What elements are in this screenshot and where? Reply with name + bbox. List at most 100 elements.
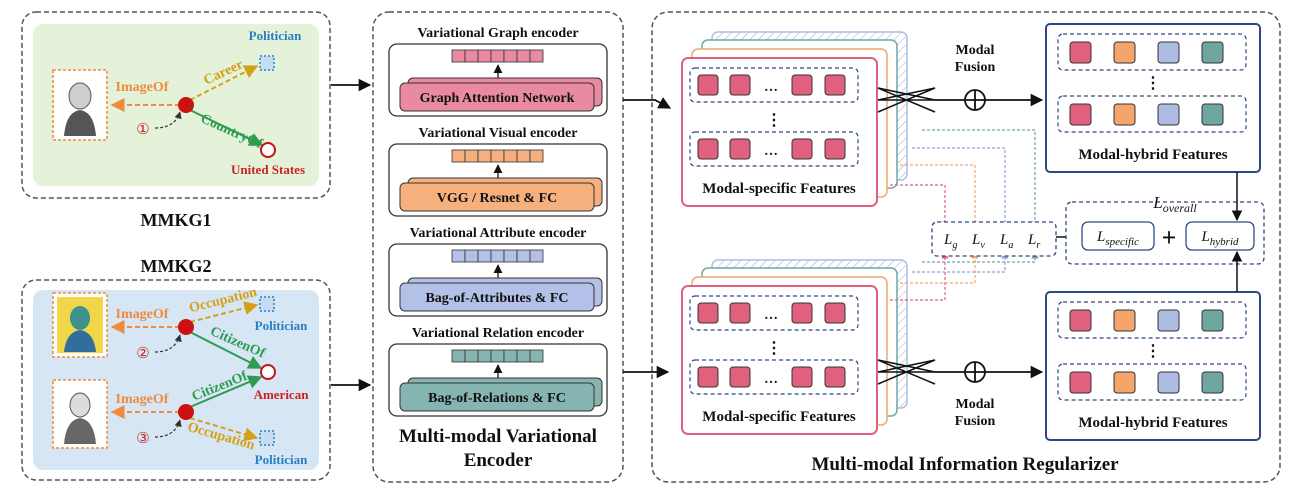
feature-cell bbox=[824, 138, 846, 160]
embedding-cell bbox=[503, 349, 518, 363]
ellipsis-horizontal: … bbox=[764, 372, 778, 387]
feature-row bbox=[689, 359, 859, 395]
embedding-cell bbox=[451, 349, 466, 363]
encoder-block-title: Variational Relation encoder bbox=[412, 326, 584, 341]
encoder-layer-box bbox=[399, 82, 595, 112]
hybrid-cell bbox=[1157, 41, 1180, 64]
hybrid-ellipsis-vertical: ⋮ bbox=[1145, 343, 1161, 360]
encoder-layer-label: Bag-of-Attributes & FC bbox=[425, 291, 568, 306]
edge-occupation-2 bbox=[189, 417, 259, 442]
embedding-cell bbox=[490, 349, 505, 363]
edge-citizen-of-2 bbox=[189, 375, 263, 408]
hybrid-cell bbox=[1113, 41, 1136, 64]
mmkg1-panel: ImageOf Career CountryOf Politician Unit… bbox=[21, 11, 331, 230]
feature-cell bbox=[824, 302, 846, 324]
embedding-cell bbox=[464, 249, 479, 263]
feature-cell bbox=[791, 138, 813, 160]
hybrid-cell bbox=[1201, 41, 1224, 64]
hybrid-row bbox=[1057, 33, 1247, 71]
label-image-of-1: ImageOf bbox=[116, 80, 169, 95]
portrait-drawing-3 bbox=[69, 392, 91, 418]
encoder-title-line2: Encoder bbox=[464, 450, 533, 471]
modal-hybrid-panel-top: ⋮Modal-hybrid Features bbox=[1045, 23, 1261, 173]
embedding-cell bbox=[490, 149, 505, 163]
encoder-block-title: Variational Attribute encoder bbox=[410, 226, 587, 241]
label-politician-1: Politician bbox=[249, 28, 302, 43]
hybrid-row bbox=[1057, 363, 1247, 401]
embedding-cell bbox=[529, 349, 544, 363]
loss-overall: Loverall bbox=[1152, 193, 1197, 215]
politician-node-2 bbox=[259, 296, 275, 312]
loss-specific: Lspecific bbox=[1096, 229, 1139, 248]
encoder-layer-box bbox=[399, 382, 595, 412]
entity-node-3 bbox=[178, 404, 194, 420]
politician-node-3 bbox=[259, 430, 275, 446]
fusion-label-top-1: Modal bbox=[956, 43, 995, 58]
encoder-title-line1: Multi-modal Variational bbox=[399, 426, 597, 447]
embedding-cell bbox=[503, 49, 518, 63]
hybrid-cell bbox=[1069, 371, 1092, 394]
hybrid-cell bbox=[1113, 371, 1136, 394]
ellipsis-horizontal: … bbox=[764, 144, 778, 159]
feature-cell bbox=[791, 302, 813, 324]
arrow-encoder-to-specific-top bbox=[623, 97, 672, 109]
mmkg2-caption: MMKG2 bbox=[141, 256, 212, 276]
american-node bbox=[260, 364, 276, 380]
ellipsis-horizontal: … bbox=[764, 80, 778, 95]
loss-v: Lv bbox=[971, 232, 985, 251]
feature-cell bbox=[729, 138, 751, 160]
marker-2: ② bbox=[136, 346, 149, 362]
hybrid-cell bbox=[1069, 309, 1092, 332]
embedding-cell bbox=[516, 249, 531, 263]
ellipsis-vertical: ⋮ bbox=[766, 112, 782, 129]
hybrid-cell bbox=[1069, 41, 1092, 64]
dashed-link-1 bbox=[154, 111, 182, 129]
feature-cell bbox=[697, 138, 719, 160]
embedding-cell bbox=[503, 149, 518, 163]
loss-line-g bbox=[890, 184, 949, 229]
loss-hybrid-box bbox=[1185, 221, 1255, 251]
feature-cell bbox=[697, 366, 719, 388]
modal-specific-stack-top: ……⋮Modal-specific Features bbox=[681, 31, 908, 207]
embedding-cell bbox=[490, 249, 505, 263]
edge-citizen-of-1 bbox=[189, 331, 263, 369]
hybrid-cell bbox=[1157, 309, 1180, 332]
modal-hybrid-label: Modal-hybrid Features bbox=[1078, 147, 1227, 163]
marker-1: ① bbox=[136, 122, 149, 138]
edge-country-of bbox=[189, 109, 264, 146]
fusion-lines-bottom bbox=[877, 359, 936, 385]
embedding-cell bbox=[477, 49, 492, 63]
loss-line-r-bottom bbox=[922, 251, 1039, 263]
loss-specific-box bbox=[1081, 221, 1155, 251]
entity-node-2 bbox=[178, 319, 194, 335]
label-american: American bbox=[254, 387, 310, 402]
modal-specific-stack-bottom: ……⋮Modal-specific Features bbox=[681, 259, 908, 435]
embedding-cell bbox=[503, 249, 518, 263]
feature-row bbox=[689, 131, 859, 167]
ellipsis-horizontal: … bbox=[764, 308, 778, 323]
feature-cell bbox=[791, 366, 813, 388]
hybrid-row bbox=[1057, 95, 1247, 133]
portrait-drawing-1 bbox=[64, 82, 96, 136]
dashed-link-3 bbox=[154, 419, 182, 438]
edge-career-1 bbox=[189, 65, 259, 101]
feature-cell bbox=[697, 302, 719, 324]
feature-cell bbox=[824, 366, 846, 388]
edge-occupation-1 bbox=[189, 301, 259, 323]
encoder-block-title: Variational Visual encoder bbox=[419, 126, 578, 141]
plus-symbol: + bbox=[1162, 223, 1177, 252]
embedding-cell bbox=[490, 49, 505, 63]
encoder-layer-box bbox=[399, 182, 595, 212]
embedding-cell bbox=[516, 49, 531, 63]
united-states-node bbox=[260, 142, 276, 158]
mmkg1-caption: MMKG1 bbox=[141, 210, 212, 230]
modal-losses-box bbox=[931, 221, 1057, 257]
modal-hybrid-label: Modal-hybrid Features bbox=[1078, 415, 1227, 431]
label-united-states: United States bbox=[231, 162, 305, 177]
dashed-link-2 bbox=[154, 334, 182, 353]
loss-g: Lg bbox=[943, 232, 957, 251]
fusion-lines-top bbox=[877, 87, 936, 113]
mmkg2-panel: MMKG2 ImageOf Occupation CitizenOf Polit… bbox=[21, 256, 331, 481]
